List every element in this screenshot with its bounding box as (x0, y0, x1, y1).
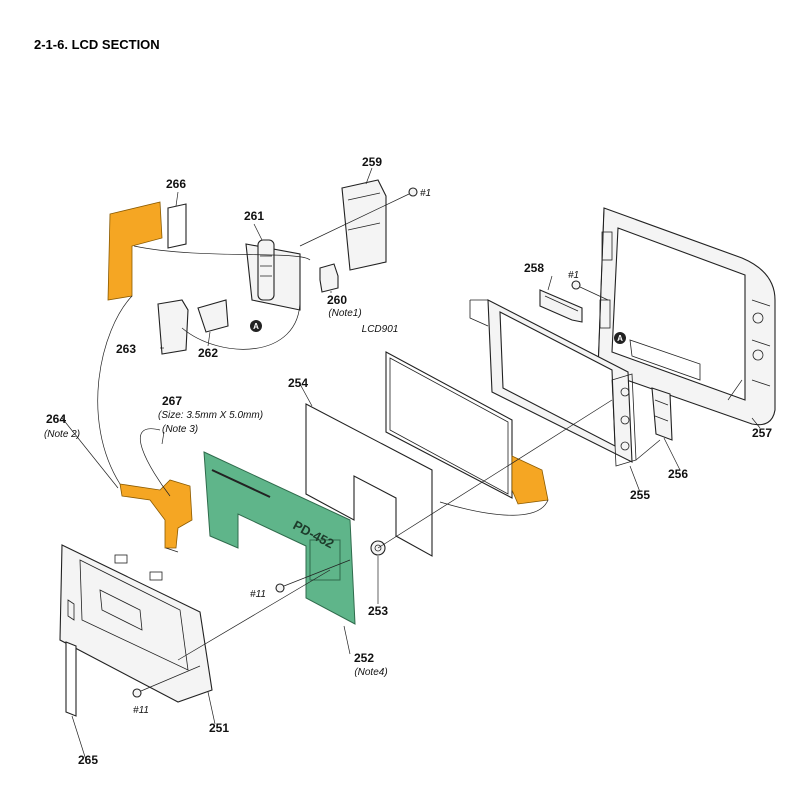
callout-255: 255 (630, 488, 650, 502)
screw-icon (132, 665, 201, 698)
page-title: 2-1-6. LCD SECTION (34, 37, 160, 52)
part-254-sheet (305, 403, 433, 557)
callout-251: 251 (209, 721, 229, 735)
callout-258: 258 (524, 261, 544, 275)
part-257-front-cabinet (597, 207, 776, 426)
assembly-guide-lines (97, 245, 743, 661)
callout-252: 252 (354, 651, 374, 665)
callout-253: 253 (368, 604, 388, 618)
callout-267-size: (Size: 3.5mm X 5.0mm) (158, 410, 263, 421)
callout-261: 261 (244, 209, 264, 223)
part-256-bracket (651, 387, 673, 441)
callout-263: 263 (116, 342, 136, 356)
callout-260: 260 (327, 293, 347, 307)
part-266-flex-cable (107, 201, 187, 301)
callout-259: 259 (362, 155, 382, 169)
callout-264-note: (Note 2) (44, 429, 80, 440)
part-259-hinge-cover (341, 179, 387, 271)
part-258-bracket (539, 275, 583, 323)
part-264-flex-cable (119, 479, 193, 549)
callout-lcd901: LCD901 (362, 324, 399, 335)
screw-label-1a: #1 (420, 188, 431, 199)
callout-267: 267 (162, 394, 182, 408)
callout-252-note: (Note4) (354, 667, 387, 678)
screw-label-11b: #11 (133, 705, 149, 716)
part-262-bracket (197, 299, 229, 333)
callout-267-note: (Note 3) (162, 424, 198, 435)
callout-leaders (61, 167, 761, 761)
part-260-block (319, 263, 339, 293)
callout-254: 254 (288, 376, 308, 390)
screw-icon (275, 559, 351, 593)
screw-icon (299, 187, 418, 247)
part-265-strip (65, 641, 77, 717)
part-261-hinge (245, 239, 301, 311)
part-lcd901-panel (385, 351, 549, 505)
part-263-cover (157, 299, 189, 355)
callout-264: 264 (46, 412, 66, 426)
screw-icon (571, 280, 609, 301)
callout-260-note: (Note1) (328, 308, 361, 319)
part-251-rear-frame (59, 544, 213, 703)
callout-266: 266 (166, 177, 186, 191)
callout-256: 256 (668, 467, 688, 481)
screw-label-1b: #1 (568, 270, 579, 281)
reference-marker-a: A (617, 334, 623, 343)
screw-label-11a: #11 (250, 589, 266, 600)
callout-262: 262 (198, 346, 218, 360)
reference-marker-a: A (253, 322, 259, 331)
part-255-lcd-frame (469, 299, 637, 467)
callout-257: 257 (752, 426, 772, 440)
callout-265: 265 (78, 753, 98, 767)
